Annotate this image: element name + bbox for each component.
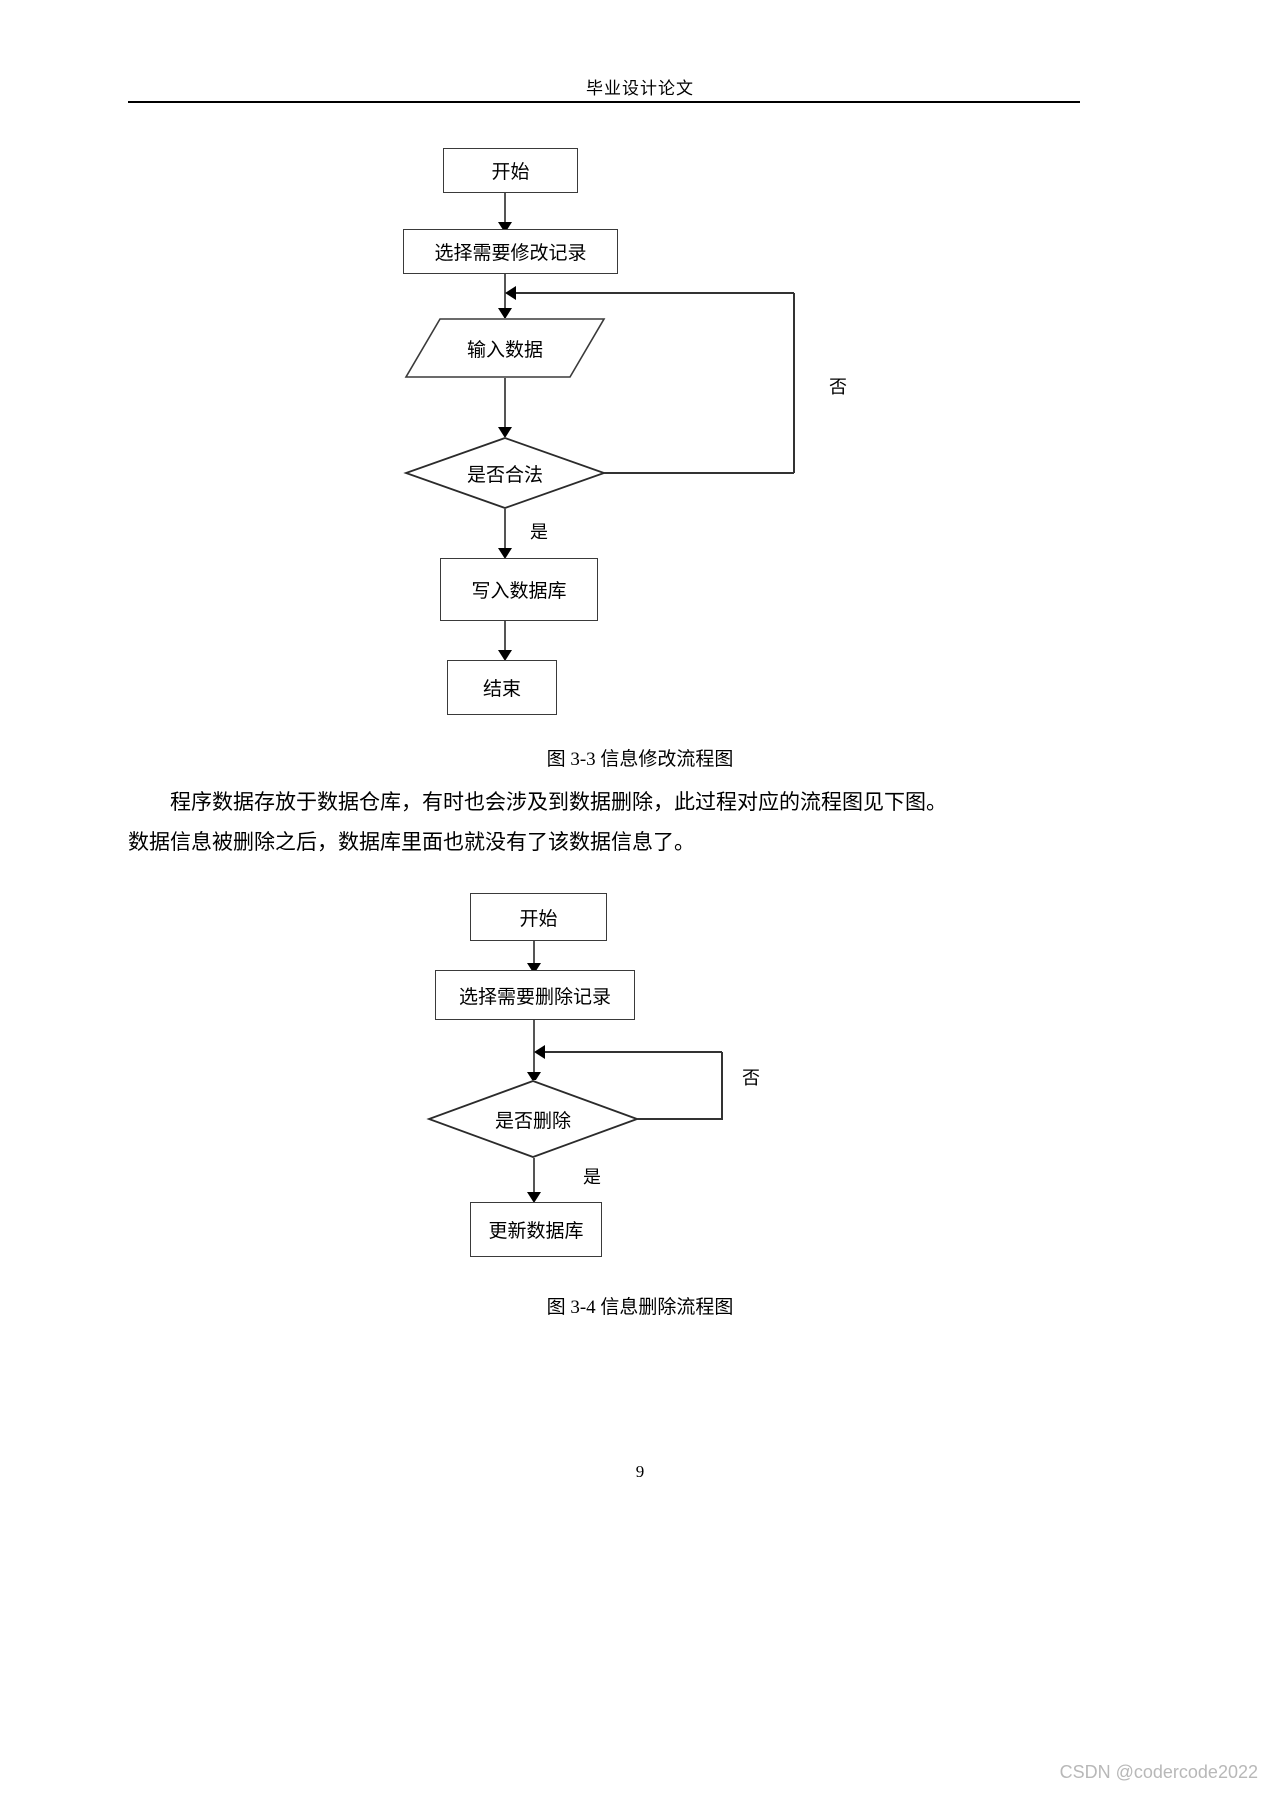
arrowhead-down — [498, 548, 512, 559]
body-paragraph-line-1: 程序数据存放于数据仓库，有时也会涉及到数据删除，此过程对应的流程图见下图。 — [170, 790, 947, 814]
node-label: 是否删除 — [494, 1109, 571, 1132]
figure-caption-3-3: 图 3-3 信息修改流程图 — [546, 749, 734, 770]
node-label: 开始 — [519, 907, 558, 930]
body-paragraph-line-2: 数据信息被删除之后，数据库里面也就没有了该数据信息了。 — [128, 830, 695, 854]
csdn-watermark: CSDN @codercode2022 — [1059, 1762, 1258, 1782]
parallelogram-shape — [404, 318, 606, 378]
diamond-shape — [426, 1080, 640, 1158]
edge-select-to-decision — [533, 1020, 535, 1082]
node-end-modify: 结束 — [447, 660, 557, 715]
node-label: 写入数据库 — [471, 580, 567, 602]
arrowhead-down — [527, 1192, 541, 1203]
node-label: 选择需要删除记录 — [458, 985, 611, 1008]
node-label: 是否合法 — [466, 463, 543, 486]
edge-no-segment-up — [721, 1052, 723, 1119]
node-select-record-delete: 选择需要删除记录 — [435, 970, 635, 1020]
edge-no-segment-right — [637, 1118, 723, 1120]
node-label: 输入数据 — [466, 338, 543, 361]
edge-start-to-select — [533, 941, 535, 970]
arrowhead-down — [498, 427, 512, 438]
edge-label-no-delete: 否 — [742, 1068, 760, 1089]
edge-yes-to-update — [533, 1158, 535, 1201]
node-label: 开始 — [491, 161, 530, 183]
edge-no-segment-left — [541, 1051, 722, 1053]
node-label: 更新数据库 — [488, 1220, 584, 1242]
edge-label-yes-delete: 是 — [583, 1167, 601, 1188]
edge-select-to-input — [504, 274, 506, 318]
arrowhead-down — [527, 1072, 541, 1083]
arrowhead-down — [498, 222, 512, 233]
edge-label-yes-modify: 是 — [530, 522, 548, 543]
edge-write-to-end — [504, 621, 506, 658]
node-input-data: 输入数据 — [404, 318, 606, 378]
page-header-title: 毕业设计论文 — [586, 79, 694, 98]
arrowhead-down — [527, 963, 541, 974]
edge-start-to-select — [504, 193, 506, 229]
edge-no-segment-left — [512, 292, 794, 294]
arrowhead-left — [505, 286, 516, 300]
page-number: 9 — [635, 1462, 645, 1481]
node-label: 结束 — [482, 678, 521, 700]
edge-yes-to-write — [504, 509, 506, 557]
node-start-modify: 开始 — [443, 148, 578, 193]
node-label: 选择需要修改记录 — [434, 242, 587, 264]
edge-input-to-decision — [504, 378, 506, 436]
edge-no-segment-right — [604, 472, 794, 474]
node-decision-is-valid: 是否合法 — [403, 437, 607, 509]
edge-no-segment-up — [793, 293, 795, 473]
node-start-delete: 开始 — [470, 893, 607, 941]
arrowhead-down — [498, 308, 512, 319]
node-select-record-modify: 选择需要修改记录 — [403, 229, 618, 274]
diamond-shape — [403, 437, 607, 509]
figure-caption-3-4: 图 3-4 信息删除流程图 — [546, 1297, 734, 1318]
node-write-database: 写入数据库 — [440, 558, 598, 621]
arrowhead-left — [534, 1045, 545, 1059]
node-update-database: 更新数据库 — [470, 1202, 602, 1257]
header-divider — [128, 101, 1080, 103]
edge-label-no-modify: 否 — [829, 377, 847, 398]
arrowhead-down — [498, 650, 512, 661]
node-decision-delete: 是否删除 — [426, 1080, 640, 1158]
